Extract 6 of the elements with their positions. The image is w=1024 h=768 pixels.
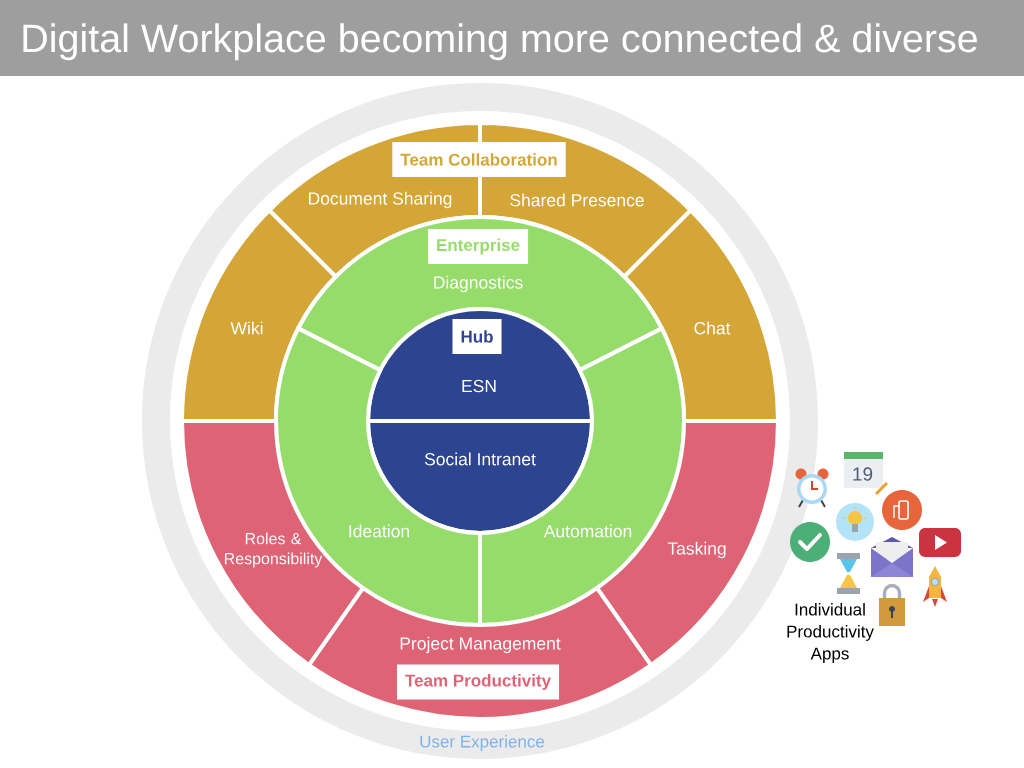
heading-box: Team Productivity [396,664,560,700]
calendar-date: 19 [853,467,873,481]
node-label: Project Management [400,636,561,654]
heading-box: Enterprise [427,229,529,264]
title-bar: Digital Workplace becoming more connected & diverse [0,0,1024,76]
heading-box: Hub [452,319,502,354]
